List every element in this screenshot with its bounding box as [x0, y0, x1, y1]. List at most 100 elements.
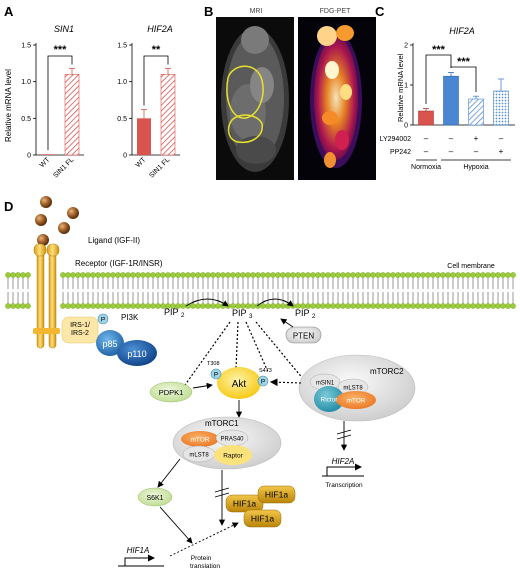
lipid-head [260, 303, 266, 309]
lipid-head [155, 272, 161, 278]
lipid-head [125, 303, 131, 309]
lipid-head [165, 272, 171, 278]
lipid-head [100, 272, 106, 278]
lipid-head [180, 272, 186, 278]
lipid-head [65, 303, 71, 309]
x-tick-label: SIN1 FL [52, 156, 75, 179]
lipid-head [200, 272, 206, 278]
ligand-label: Ligand (IGF-II) [88, 236, 140, 245]
akt-s473-phospho [257, 375, 269, 387]
lipid-head [375, 272, 381, 278]
pip3-text: PIP [232, 308, 247, 318]
pip2-right-text: PIP [295, 308, 310, 318]
lipid-head [145, 272, 151, 278]
lipid-head [150, 272, 156, 278]
p85-subunit [96, 330, 124, 356]
lipid-head [385, 303, 391, 309]
lipid-head [420, 303, 426, 309]
lipid-head [175, 272, 181, 278]
lipid-head [205, 272, 211, 278]
treatment-mark: – [449, 147, 454, 156]
lipid-head [465, 303, 471, 309]
pdpk1-label: PDPK1 [159, 388, 184, 397]
hif1a-translation-arrow [169, 522, 239, 557]
lipid-head [405, 303, 411, 309]
pi3k-label: PI3K [121, 313, 139, 322]
mtorc2-to-akt-arrow [269, 378, 302, 387]
y-tick-label: 0 [123, 153, 127, 160]
irs-phospho-mark [97, 313, 109, 325]
lipid-head [265, 272, 271, 278]
lipid-head [315, 272, 321, 278]
lipid-head [195, 272, 201, 278]
lipid-head [260, 272, 266, 278]
s6k1-node [137, 487, 173, 507]
lipid-head [505, 272, 511, 278]
akt-t308-phospho [210, 368, 222, 380]
lipid-head [20, 303, 26, 309]
lipid-head [350, 272, 356, 278]
t308-label: T308 [207, 361, 220, 367]
lipid-head [115, 272, 121, 278]
lipid-head [435, 272, 441, 278]
lipid-head [120, 272, 126, 278]
lipid-head [435, 303, 441, 309]
p85-label: p85 [102, 339, 117, 349]
y-tick-label: 1.5 [117, 43, 127, 50]
pip2-left-label: PIP 2 [164, 307, 185, 319]
lipid-head [160, 272, 166, 278]
lipid-head [415, 272, 421, 278]
lipid-head [340, 303, 346, 309]
bar [41, 154, 55, 155]
lipid-head [330, 303, 336, 309]
mtor-c2-label: mTOR [346, 398, 365, 405]
lipid-head [460, 272, 466, 278]
lipid-head [345, 272, 351, 278]
membrane-label: Cell membrane [447, 263, 495, 270]
group-label: Hypoxia [463, 164, 488, 171]
lipid-head [365, 303, 371, 309]
lipid-head [230, 272, 236, 278]
significance-label: ** [152, 44, 161, 56]
lipid-head [140, 272, 146, 278]
lipid-head [320, 303, 326, 309]
p110-label: p110 [127, 349, 146, 359]
lipid-head [365, 272, 371, 278]
lipid-head [340, 272, 346, 278]
panel-c-ylabel: Relative mRNA level [396, 53, 405, 122]
lipid-head [410, 303, 416, 309]
akt-label: Akt [232, 379, 247, 390]
lipid-head [475, 272, 481, 278]
lipid-head [455, 303, 461, 309]
lipid-head [100, 303, 106, 309]
lipid-head [25, 272, 31, 278]
lipid-head [185, 272, 191, 278]
pip2r-subscript: 2 [312, 313, 316, 320]
ligand-molecules [35, 196, 79, 246]
hif2a-gene-label: HIF2A [332, 457, 355, 466]
significance-bracket [450, 66, 477, 92]
bar [418, 110, 434, 126]
lipid-head [300, 272, 306, 278]
lipid-head [70, 303, 76, 309]
lipid-head [425, 272, 431, 278]
irs-line-2: IRS-2 [71, 330, 89, 337]
lipid-head [510, 272, 516, 278]
lipid-head [150, 303, 156, 309]
lipid-head [430, 303, 436, 309]
y-tick-label: 1.5 [21, 43, 31, 50]
significance-label: *** [457, 56, 471, 68]
lipid-head [95, 303, 101, 309]
lipid-head [250, 303, 256, 309]
lipid-head [205, 303, 211, 309]
lipid-head [95, 272, 101, 278]
lipid-head [60, 272, 66, 278]
y-tick-label: 0.5 [21, 116, 31, 123]
lipid-head [320, 272, 326, 278]
lipid-head [470, 303, 476, 309]
lipid-head [85, 272, 91, 278]
lipid-head [285, 272, 291, 278]
x-tick-label: WT [39, 156, 52, 169]
lipid-head [310, 272, 316, 278]
